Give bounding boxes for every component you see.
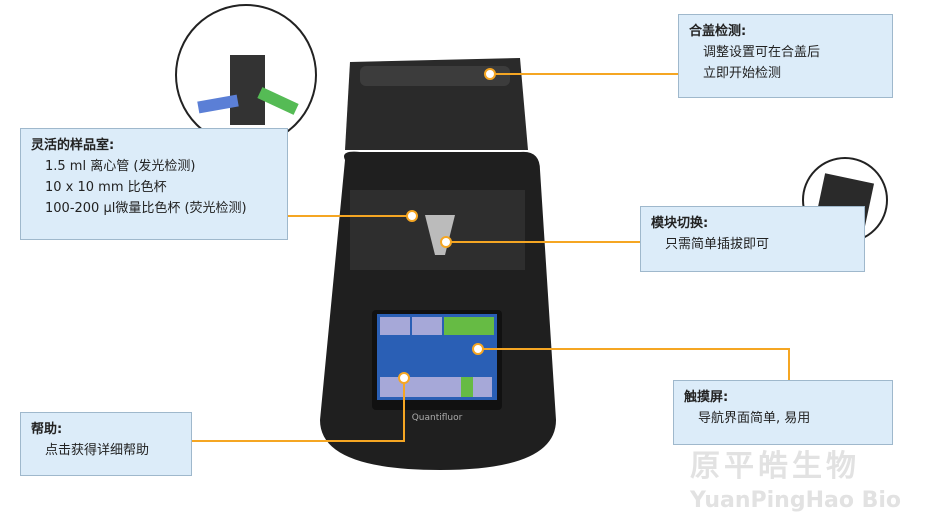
- callout-line: 100-200 µl微量比色杯 (荧光检测): [45, 201, 247, 216]
- callout-line: 立即开始检测: [703, 66, 782, 81]
- callout-title: 合盖检测:: [689, 24, 747, 39]
- callout-line: 导航界面简单, 易用: [698, 411, 811, 426]
- callout-line: 点击获得详细帮助: [45, 443, 150, 458]
- callout-lid-detection: 合盖检测: 调整设置可在合盖后 立即开始检测: [678, 14, 893, 98]
- callout-line: 10 x 10 mm 比色杯: [45, 180, 167, 195]
- callout-sample-chamber: 灵活的样品室: 1.5 ml 离心管 (发光检测) 10 x 10 mm 比色杯…: [20, 128, 288, 240]
- watermark-en: YuanPingHao Bio: [690, 488, 902, 513]
- callout-title: 触摸屏:: [684, 390, 729, 405]
- callout-line: 只需简单插拔即可: [665, 237, 770, 252]
- callout-title: 灵活的样品室:: [31, 138, 115, 153]
- callout-title: 模块切换:: [651, 216, 709, 231]
- callout-module-switch: 模块切换: 只需简单插拔即可: [640, 206, 865, 272]
- callout-line: 调整设置可在合盖后: [703, 45, 821, 60]
- callout-line: 1.5 ml 离心管 (发光检测): [45, 159, 196, 174]
- callout-title: 帮助:: [31, 422, 63, 437]
- callout-touchscreen: 触摸屏: 导航界面简单, 易用: [673, 380, 893, 445]
- callout-help: 帮助: 点击获得详细帮助: [20, 412, 192, 476]
- device-logo: Quantifluor: [412, 413, 463, 423]
- watermark-cn: 原平皓生物: [690, 449, 860, 484]
